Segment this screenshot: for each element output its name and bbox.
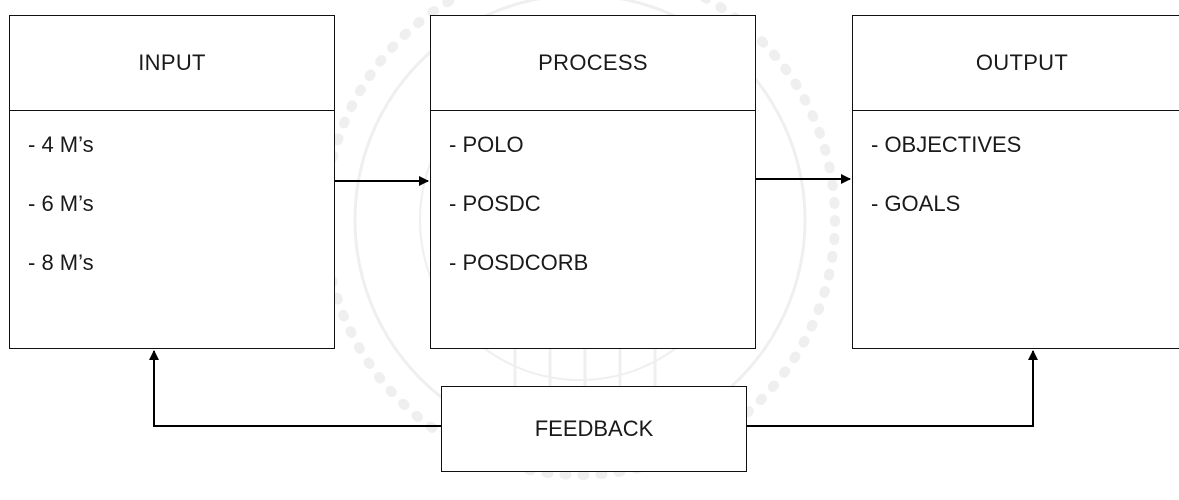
output-box-title: OUTPUT [853,16,1179,111]
input-item: - 6 M’s [28,191,94,216]
arrow-feedback-to-output [747,350,1038,427]
process-box-items: - POLO - POSDC - POSDCORB [449,111,745,288]
output-item: - OBJECTIVES [871,132,1022,157]
output-box: OUTPUT - OBJECTIVES - GOALS [852,15,1179,349]
process-item: - POSDC [449,191,541,216]
process-box-title: PROCESS [431,16,755,111]
process-item: - POLO [449,132,524,157]
input-box-items: - 4 M’s - 6 M’s - 8 M’s [28,111,324,288]
input-box-title: INPUT [10,16,334,111]
output-item: - GOALS [871,191,961,216]
feedback-label: FEEDBACK [534,416,654,441]
process-box: PROCESS - POLO - POSDC - POSDCORB [430,15,756,349]
arrow-feedback-to-input [149,350,441,427]
process-item: - POSDCORB [449,250,589,275]
connector-layer [149,174,1038,427]
input-box: INPUT - 4 M’s - 6 M’s - 8 M’s [9,15,335,349]
output-box-items: - OBJECTIVES - GOALS [871,111,1179,229]
feedback-box: FEEDBACK [441,386,747,472]
input-item: - 8 M’s [28,250,94,275]
input-item: - 4 M’s [28,132,94,157]
